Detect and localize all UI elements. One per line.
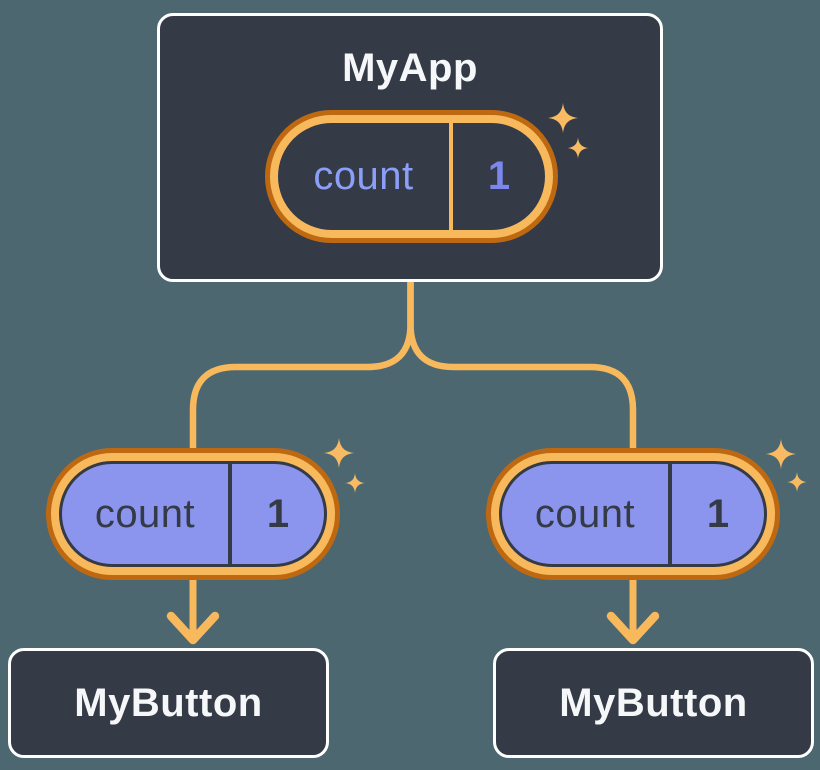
fork-connector-right bbox=[407, 268, 637, 458]
state-divider bbox=[449, 123, 453, 230]
state-key: count bbox=[313, 154, 414, 198]
state-key: count bbox=[534, 491, 636, 536]
state-value: 1 bbox=[266, 491, 290, 536]
state-pill-left-child: count 1 bbox=[46, 448, 340, 580]
state-pill-body: count 1 bbox=[278, 123, 545, 230]
state-divider bbox=[228, 464, 232, 564]
state-pill-body: count 1 bbox=[499, 461, 767, 567]
state-pill-right-child: count 1 bbox=[486, 448, 780, 580]
component-node-mybutton-left: MyButton bbox=[8, 648, 329, 758]
fork-connector-left bbox=[189, 268, 414, 458]
state-pill-body: count 1 bbox=[59, 461, 327, 567]
state-value: 1 bbox=[487, 154, 511, 198]
arrow-head-left bbox=[166, 611, 220, 645]
component-label: MyButton bbox=[74, 680, 263, 725]
state-value: 1 bbox=[706, 491, 730, 536]
component-label: MyApp bbox=[342, 46, 478, 90]
state-divider bbox=[668, 464, 672, 564]
component-node-mybutton-right: MyButton bbox=[493, 648, 814, 758]
state-key: count bbox=[94, 491, 196, 536]
state-pill-root: count 1 bbox=[265, 110, 558, 243]
component-label: MyButton bbox=[559, 680, 748, 725]
arrow-head-right bbox=[606, 611, 660, 645]
